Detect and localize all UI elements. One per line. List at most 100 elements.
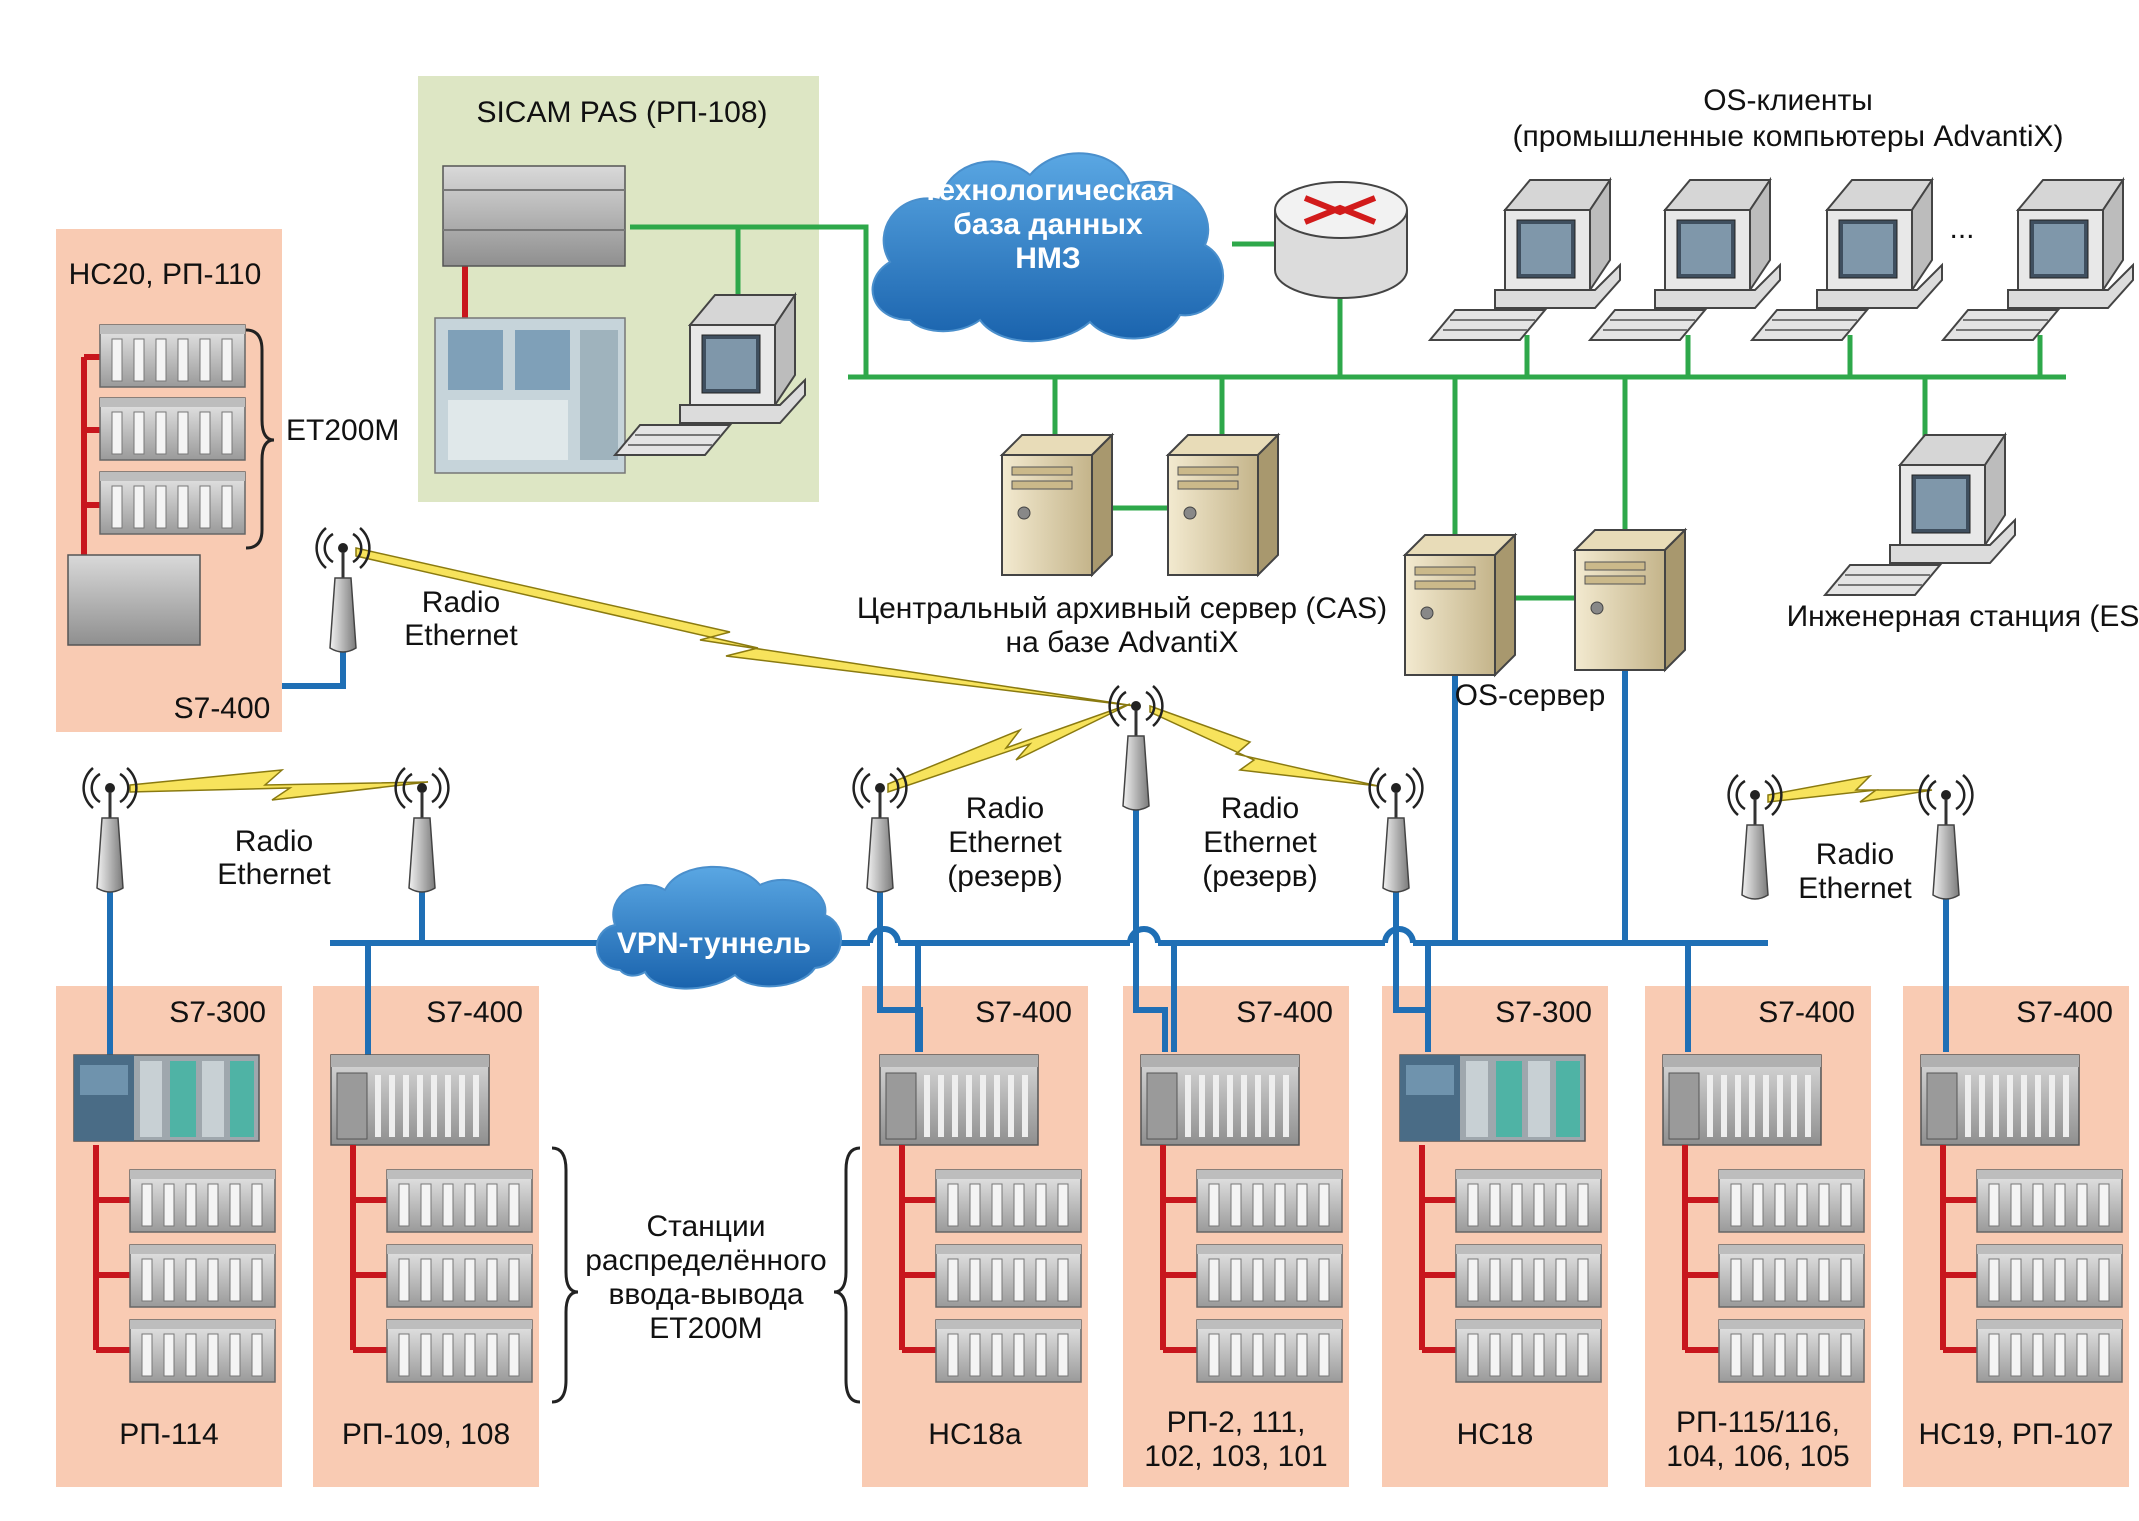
- et200m-module: [386, 1169, 533, 1233]
- cloud-db-line3: НМЗ: [1015, 242, 1080, 275]
- antenna-icon: [1368, 766, 1424, 894]
- antenna-icon: [82, 766, 138, 894]
- os-clients-title: OS-клиенты: [1703, 84, 1873, 117]
- distributed-label-line4: ET200M: [649, 1312, 762, 1345]
- os-clients-subtitle: (промышленные компьютеры AdvantiX): [1513, 120, 2064, 153]
- os-client-pc-icon: [1751, 179, 1943, 341]
- radio-label-line1: Radio: [1221, 792, 1299, 825]
- station-name-line1: НС18а: [928, 1418, 1022, 1451]
- radio-label-reserve: (резерв): [947, 860, 1062, 893]
- s7-400-plc: [330, 1054, 490, 1146]
- os-server-icon: [1574, 529, 1686, 671]
- antenna-icon: [1918, 773, 1974, 901]
- station-cpu-label: S7-400: [1758, 996, 1855, 1029]
- et200m-module: [935, 1319, 1082, 1383]
- station-cpu-label: S7-400: [426, 996, 523, 1029]
- cas-label-line2: на базе AdvantiX: [1006, 626, 1239, 659]
- radio-label-line1: Radio: [966, 792, 1044, 825]
- et200m-module: [1718, 1319, 1865, 1383]
- os-clients-ellipsis: ...: [1949, 212, 1974, 245]
- et200m-module: [1196, 1319, 1343, 1383]
- et200m-module: [1455, 1169, 1602, 1233]
- sicam-title: SICAM PAS (РП-108): [476, 96, 767, 129]
- radio-label-line2: Ethernet: [948, 826, 1062, 859]
- distributed-label-line3: ввода-вывода: [608, 1278, 803, 1311]
- et200m-module: [99, 471, 246, 535]
- station-name-line1: НС19, РП-107: [1919, 1418, 2114, 1451]
- et200m-module: [1718, 1169, 1865, 1233]
- radio-label-line1: Radio: [422, 586, 500, 619]
- vpn-label: VPN-туннель: [617, 927, 811, 960]
- station-name-line1: РП-2, 111,: [1167, 1406, 1306, 1439]
- et200m-module: [1976, 1244, 2123, 1308]
- radio-label-line2: Ethernet: [217, 858, 331, 891]
- et200m-module: [1455, 1319, 1602, 1383]
- antenna-icon: [315, 526, 371, 654]
- radio-label-line2: Ethernet: [1798, 872, 1912, 905]
- s7-400-plc: [1140, 1054, 1300, 1146]
- os-client-pc-icon: [1589, 179, 1781, 341]
- s7-300-plc: [1399, 1054, 1586, 1142]
- et200m-module: [1196, 1169, 1343, 1233]
- station-cpu-label: S7-300: [169, 996, 266, 1029]
- s7-400-plc: [879, 1054, 1039, 1146]
- station-name-line1: НС18: [1457, 1418, 1534, 1451]
- station-cpu-label: S7-300: [1495, 996, 1592, 1029]
- et200m-module: [129, 1169, 276, 1233]
- os-client-pc-icon: [1429, 179, 1621, 341]
- et200m-module: [1718, 1244, 1865, 1308]
- radio-label-line2: Ethernet: [404, 619, 518, 652]
- et200m-module: [386, 1244, 533, 1308]
- et200m-module: [1976, 1169, 2123, 1233]
- router-icon: [1274, 181, 1408, 299]
- sicam-rack: [434, 165, 626, 474]
- cas-server-icon: [1167, 434, 1279, 576]
- top-station-name: НС20, РП-110: [69, 258, 262, 291]
- et200m-module: [129, 1244, 276, 1308]
- os-server-label: OS-сервер: [1455, 679, 1606, 712]
- et200m-module: [1455, 1244, 1602, 1308]
- top-station-cpu: S7-400: [174, 692, 271, 725]
- cas-label-line1: Центральный архивный сервер (CAS): [857, 592, 1387, 625]
- station-name-line1: РП-114: [119, 1418, 218, 1451]
- antenna-icon: [1727, 773, 1783, 901]
- s7-400-plc: [1662, 1054, 1822, 1146]
- distributed-label-line2: распределённого: [585, 1244, 827, 1277]
- engineering-station-pc-icon: [1824, 434, 2016, 596]
- et200m-module: [386, 1319, 533, 1383]
- radio-label-reserve: (резерв): [1202, 860, 1317, 893]
- et200m-module: [935, 1244, 1082, 1308]
- et200m-module: [1976, 1319, 2123, 1383]
- station-cpu-label: S7-400: [2016, 996, 2113, 1029]
- s7-400-plc: [1920, 1054, 2080, 1146]
- station-name-line2: 102, 103, 101: [1144, 1440, 1328, 1473]
- cloud-db-line1: Технологическая: [921, 174, 1174, 207]
- station-cpu-label: S7-400: [975, 996, 1072, 1029]
- database-cloud-icon: [871, 152, 1224, 343]
- s7-300-plc: [73, 1054, 260, 1142]
- s7-400-plc: [67, 554, 201, 646]
- station-name-line2: 104, 106, 105: [1666, 1440, 1850, 1473]
- antenna-icon: [1108, 684, 1164, 812]
- es-label: Инженерная станция (ES): [1787, 600, 2139, 633]
- os-client-pc-icon: [1942, 179, 2134, 341]
- radio-label-line1: Radio: [235, 825, 313, 858]
- cas-server-icon: [1001, 434, 1113, 576]
- et200m-module: [99, 397, 246, 461]
- et200m-module: [935, 1169, 1082, 1233]
- antenna-icon: [394, 766, 450, 894]
- radio-label-line1: Radio: [1816, 838, 1894, 871]
- radio-label-line2: Ethernet: [1203, 826, 1317, 859]
- cloud-db-line2: база данных: [953, 208, 1143, 241]
- et200m-module: [1196, 1244, 1343, 1308]
- station-name-line1: РП-115/116,: [1676, 1406, 1840, 1439]
- station-name-line1: РП-109, 108: [342, 1418, 510, 1451]
- station-cpu-label: S7-400: [1236, 996, 1333, 1029]
- distributed-label-line1: Станции: [646, 1210, 765, 1243]
- et200m-label: ET200M: [286, 414, 399, 447]
- et200m-module: [129, 1319, 276, 1383]
- et200m-module: [99, 324, 246, 388]
- os-server-icon: [1404, 534, 1516, 676]
- antenna-icon: [852, 766, 908, 894]
